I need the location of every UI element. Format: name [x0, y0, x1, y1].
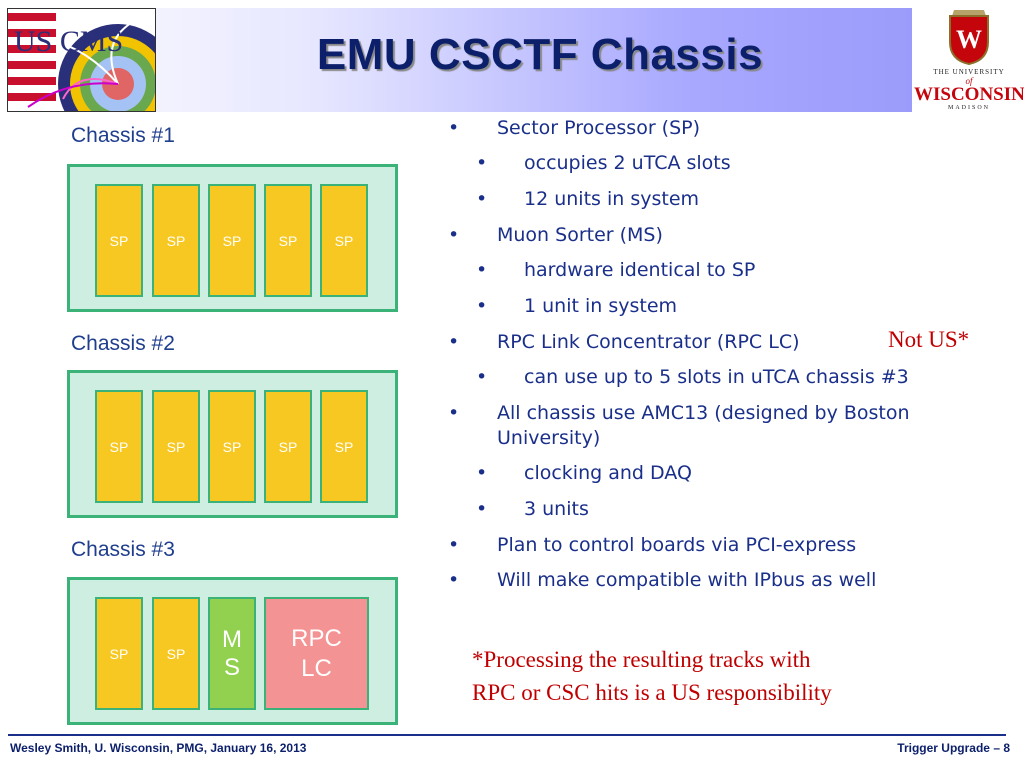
sp-slot: SP — [152, 597, 200, 710]
bullet-marker: • — [476, 366, 488, 388]
bullet-item: Will make compatible with IPbus as well — [497, 569, 877, 591]
sp-slot: SP — [264, 390, 312, 503]
bullet-item: RPC Link Concentrator (RPC LC) — [497, 331, 800, 353]
bullet-marker: • — [476, 498, 488, 520]
uw-logo-line4: MADISON — [947, 105, 990, 111]
uscms-logo-graphic: US CMS — [8, 9, 155, 111]
sp-slot: SP — [320, 184, 368, 297]
bullet-item: 1 unit in system — [524, 295, 678, 317]
bullet-item: hardware identical to SP — [524, 259, 756, 281]
bullet-marker: • — [448, 569, 460, 591]
chassis-3: SP SP M S RPC LC — [67, 577, 398, 725]
footer-divider — [8, 734, 1006, 736]
sp-slot: SP — [320, 390, 368, 503]
footer-page-number: Trigger Upgrade – 8 — [897, 741, 1010, 755]
bullet-marker: • — [448, 534, 460, 556]
sp-slot: SP — [208, 390, 256, 503]
bullet-item: Plan to control boards via PCI-express — [497, 534, 857, 556]
bullet-item: Sector Processor (SP) — [497, 117, 701, 139]
footnote-line-1: *Processing the resulting tracks with — [472, 647, 811, 672]
footer-author: Wesley Smith, U. Wisconsin, PMG, January… — [10, 741, 307, 755]
sp-slot: SP — [95, 184, 143, 297]
footnote-line-2: RPC or CSC hits is a US responsibility — [472, 680, 832, 705]
bullet-marker: • — [476, 462, 488, 484]
bullet-marker: • — [476, 259, 488, 281]
bullet-marker: • — [476, 188, 488, 210]
chassis-1-label: Chassis #1 — [71, 124, 175, 147]
sp-slot: SP — [152, 390, 200, 503]
uw-logo-line1: THE UNIVERSITY — [933, 68, 1005, 76]
sp-slot: SP — [264, 184, 312, 297]
chassis-3-label: Chassis #3 — [71, 538, 175, 561]
uscms-logo-text: US CMS — [14, 25, 123, 58]
svg-text:W: W — [956, 25, 982, 54]
bullet-marker: • — [448, 224, 460, 246]
bullet-marker: • — [448, 117, 460, 139]
bullet-marker: • — [448, 331, 460, 353]
uscms-logo: US CMS — [7, 8, 156, 112]
bullet-item: occupies 2 uTCA slots — [524, 152, 731, 174]
bullet-item: 12 units in system — [524, 188, 700, 210]
bullet-marker: • — [476, 152, 488, 174]
rpc-lc-slot: RPC LC — [264, 597, 369, 710]
sp-slot: SP — [152, 184, 200, 297]
bullet-item: All chassis use AMC13 (designed by Bosto… — [497, 402, 910, 424]
sp-slot: SP — [95, 597, 143, 710]
footnote: *Processing the resulting tracks with RP… — [472, 643, 972, 709]
bullet-marker: • — [476, 295, 488, 317]
bullet-item-continuation: University) — [497, 427, 601, 449]
bullet-item: Muon Sorter (MS) — [497, 224, 663, 246]
sp-slot: SP — [95, 390, 143, 503]
not-us-note: Not US* — [888, 327, 970, 352]
bullet-item: clocking and DAQ — [524, 462, 692, 484]
uw-logo-line2: of — [965, 76, 973, 86]
bullet-marker: • — [448, 402, 460, 424]
chassis-2: SP SP SP SP SP — [67, 370, 398, 518]
uw-logo-line3: WISCONSIN — [914, 84, 1024, 105]
ms-slot: M S — [208, 597, 256, 710]
bullet-item: 3 units — [524, 498, 589, 520]
bullet-item: can use up to 5 slots in uTCA chassis #3 — [524, 366, 909, 388]
sp-slot: SP — [208, 184, 256, 297]
chassis-1: SP SP SP SP SP — [67, 164, 398, 312]
page-title: EMU CSCTF Chassis — [316, 30, 764, 79]
uw-crest-icon: W — [949, 10, 989, 66]
uw-logo: W THE UNIVERSITY of WISCONSIN MADISON — [914, 6, 1024, 114]
chassis-2-label: Chassis #2 — [71, 332, 175, 355]
